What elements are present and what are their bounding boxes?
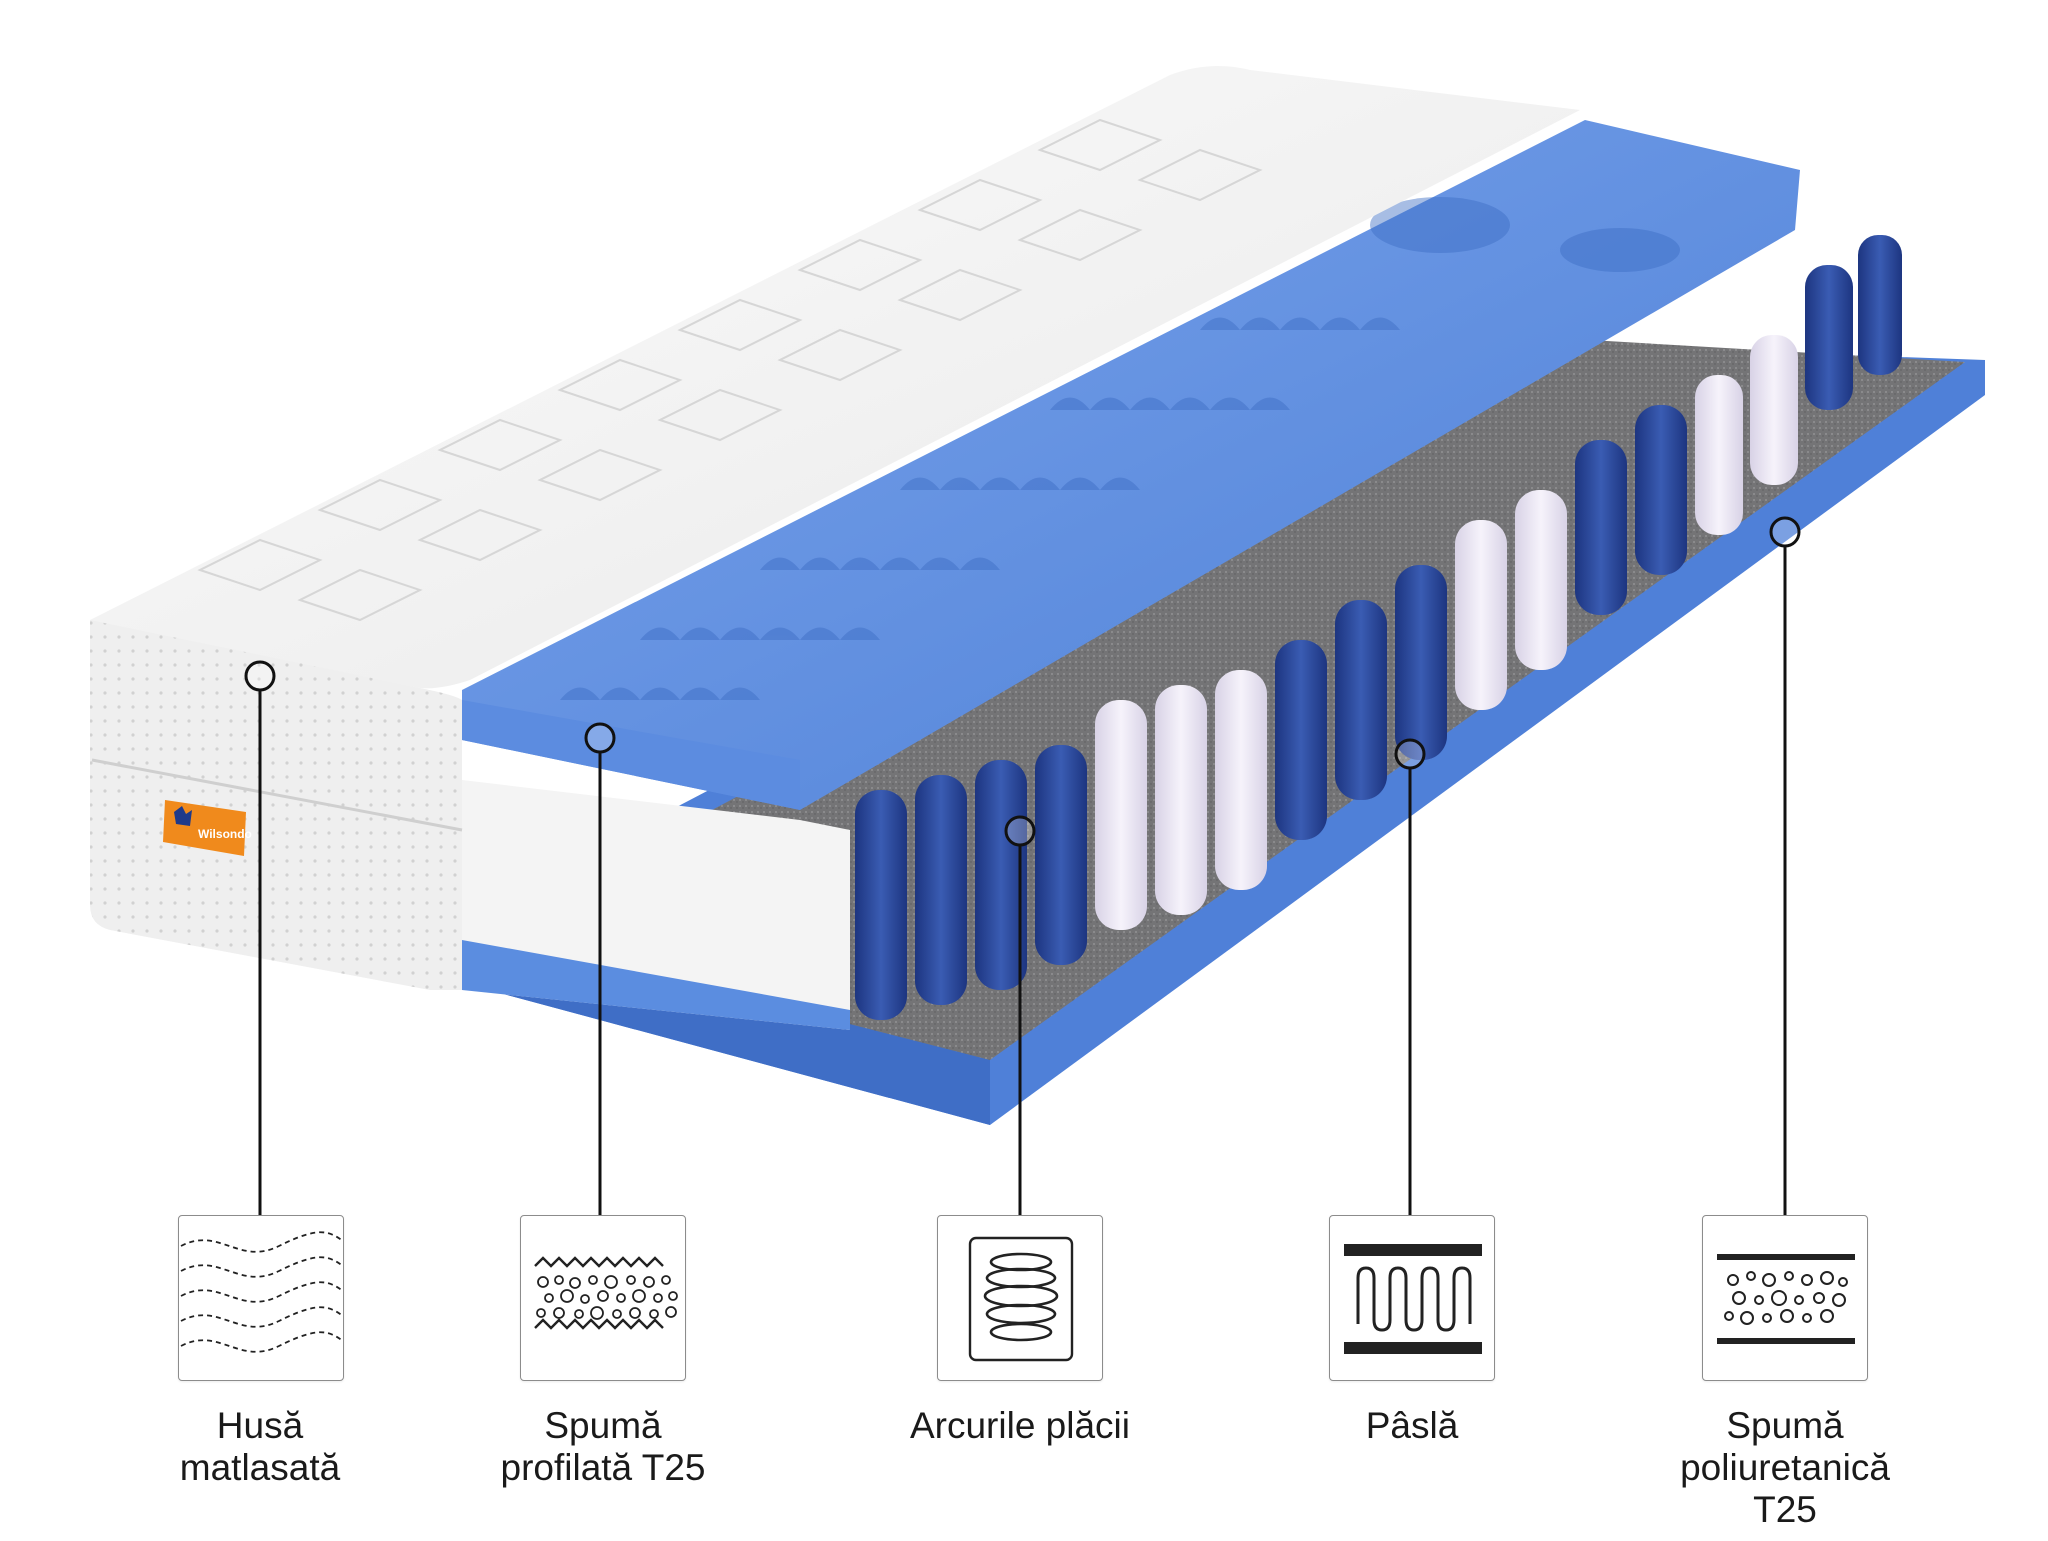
caption-foam-line-1: Spumă (1726, 1405, 1844, 1446)
caption-cover-line-2: matlasată (179, 1447, 341, 1488)
caption-foam-line-2: poliuretanică (1680, 1447, 1890, 1488)
caption-felt-line-1: Pâslă (1365, 1405, 1459, 1446)
caption-foam: Spumă poliuretanică T25 (1625, 1405, 1945, 1531)
caption-springs: Arcurile plăcii (860, 1405, 1180, 1447)
felt-layer-icon (1329, 1215, 1495, 1381)
caption-springs-line-1: Arcurile plăcii (909, 1405, 1130, 1446)
caption-profile: Spumă profilată T25 (443, 1405, 763, 1489)
caption-cover-line-1: Husă (216, 1405, 304, 1446)
pocket-spring-icon (937, 1215, 1103, 1381)
pocket-springs (855, 235, 1902, 1020)
brand-tag: Wilsondo (163, 800, 252, 856)
caption-foam-line-3: T25 (1753, 1489, 1817, 1530)
poly-foam-icon (1702, 1215, 1868, 1381)
brand-name: Wilsondo (198, 827, 252, 841)
caption-profile-line-2: profilată T25 (500, 1447, 706, 1488)
caption-profile-line-1: Spumă (544, 1405, 662, 1446)
quilted-cover-top (90, 66, 1580, 689)
profiled-foam-icon (520, 1215, 686, 1381)
caption-felt: Pâslă (1252, 1405, 1572, 1447)
profiled-foam (462, 120, 1800, 810)
caption-cover: Husă matlasată (100, 1405, 420, 1489)
quilted-cover-icon (178, 1215, 344, 1381)
